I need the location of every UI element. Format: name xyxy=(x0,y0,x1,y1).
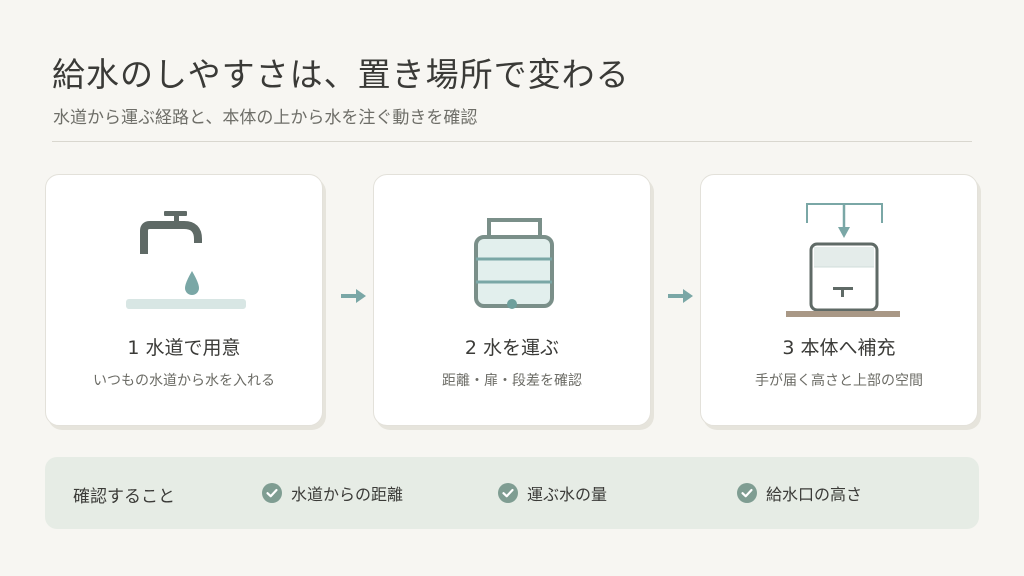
check-circle-icon xyxy=(737,483,757,503)
faucet-icon xyxy=(126,211,246,309)
checklist-heading: 確認すること xyxy=(73,487,175,507)
step-1-title: 1 水道で用意 xyxy=(127,337,241,359)
checklist-item: 水道からの距離 xyxy=(262,481,403,505)
water-tank-icon xyxy=(474,218,554,309)
step-card-1: 1 水道で用意 いつもの水道から水を入れる xyxy=(45,174,323,426)
step-1-description: いつもの水道から水を入れる xyxy=(93,373,275,389)
checklist-item-label: 給水口の高さ xyxy=(766,485,863,504)
check-circle-icon xyxy=(262,483,282,503)
step-card-3: 3 本体へ補充 手が届く高さと上部の空間 xyxy=(700,174,978,426)
page-subtitle: 水道から運ぶ経路と、本体の上から水を注ぐ動きを確認 xyxy=(53,108,478,128)
checklist-panel: 確認すること 水道からの距離 運ぶ水の量 給水口の高さ xyxy=(45,457,979,529)
header-divider xyxy=(52,141,972,142)
humidifier-refill-icon xyxy=(786,203,900,317)
step-3-description: 手が届く高さと上部の空間 xyxy=(755,373,923,389)
checklist-item-label: 運ぶ水の量 xyxy=(527,485,608,504)
step-2-description: 距離・扉・段差を確認 xyxy=(442,373,582,389)
arrow-right-icon xyxy=(668,289,693,303)
checklist-item-label: 水道からの距離 xyxy=(291,485,404,504)
checklist-item: 給水口の高さ xyxy=(737,481,862,505)
check-circle-icon xyxy=(498,483,518,503)
checklist-item: 運ぶ水の量 xyxy=(498,481,607,505)
step-card-2: 2 水を運ぶ 距離・扉・段差を確認 xyxy=(373,174,651,426)
arrow-right-icon xyxy=(341,289,366,303)
step-2-title: 2 水を運ぶ xyxy=(464,337,560,359)
step-3-title: 3 本体へ補充 xyxy=(782,337,896,359)
page-title: 給水のしやすさは、置き場所で変わる xyxy=(52,55,630,94)
